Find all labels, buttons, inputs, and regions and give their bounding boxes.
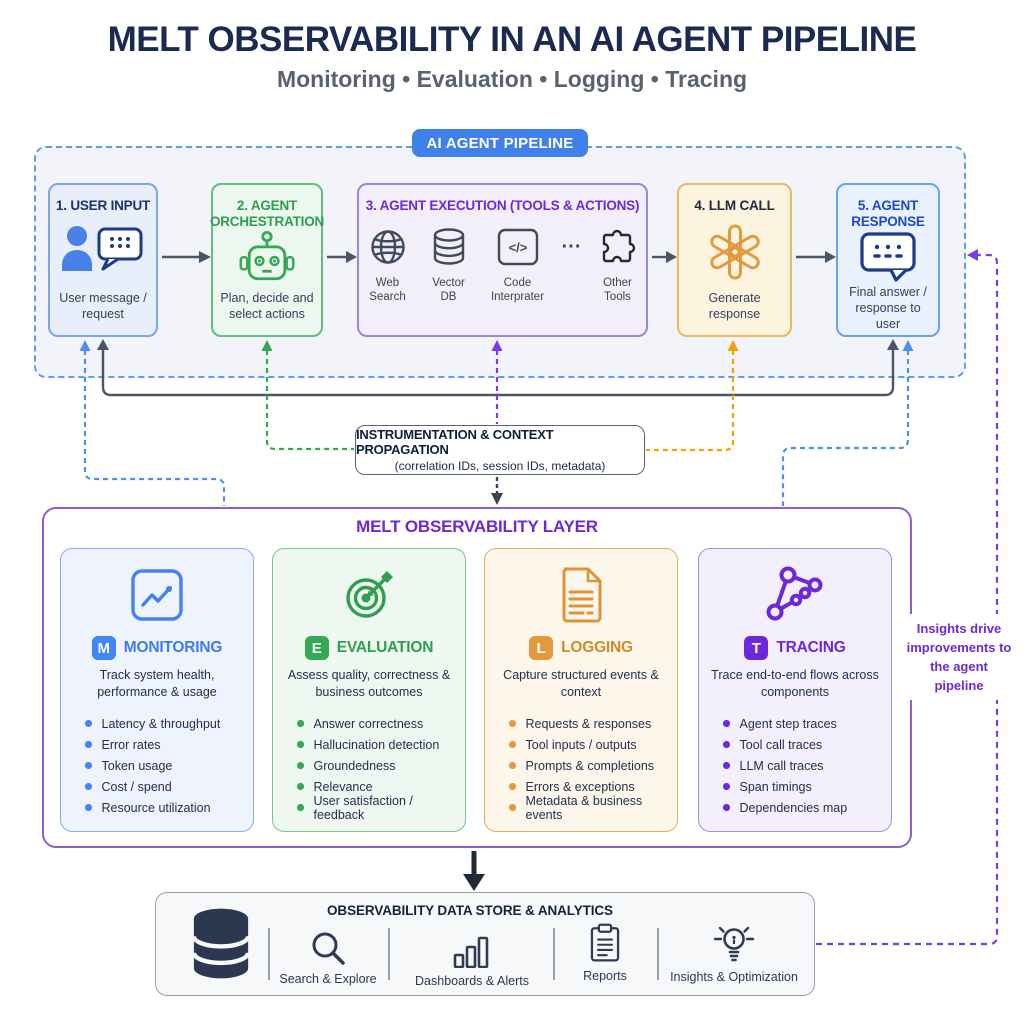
card-description: Trace end-to-end flows across components xyxy=(711,668,879,699)
evaluation-list: Answer correctness Hallucination detecti… xyxy=(297,713,465,822)
clipboard-icon xyxy=(587,923,623,963)
divider xyxy=(268,928,270,980)
list-item: Tool call traces xyxy=(723,734,847,755)
card-monitoring: M MONITORING Track system health, perfor… xyxy=(60,548,254,832)
tracing-list: Agent step traces Tool call traces LLM c… xyxy=(723,713,847,818)
stage-user-input: 1. USER INPUT User message / request xyxy=(48,183,158,337)
list-item: Dependencies map xyxy=(723,797,847,818)
puzzle-icon xyxy=(597,226,637,268)
tool-web-search: Web Search xyxy=(363,226,413,304)
instrumentation-title: INSTRUMENTATION & CONTEXT PROPAGATION xyxy=(356,427,554,457)
logging-letter-badge: L xyxy=(529,636,554,660)
openai-flower-icon xyxy=(704,214,766,290)
tool-vector-db: Vector DB xyxy=(424,226,474,304)
stage-llm-call: 4. LLM CALL Generate response xyxy=(677,183,792,337)
stage-title: 5. AGENT RESPONSE xyxy=(851,198,925,229)
stage-title: 1. USER INPUT xyxy=(55,198,151,213)
list-item: Hallucination detection xyxy=(297,734,465,755)
search-icon xyxy=(310,928,346,966)
card-name: LOGGING xyxy=(561,639,633,656)
list-item: Agent step traces xyxy=(723,713,847,734)
feature-insights-optimization: Insights & Optimization xyxy=(659,926,809,984)
svg-text:</>: </> xyxy=(508,240,527,255)
target-dart-icon xyxy=(341,563,397,627)
bar-chart-icon xyxy=(452,930,492,968)
pipeline-badge: AI AGENT PIPELINE xyxy=(412,129,588,157)
instrumentation-subtitle: (correlation IDs, session IDs, metadata) xyxy=(394,459,606,473)
card-name: TRACING xyxy=(776,639,846,656)
divider xyxy=(388,928,390,980)
stage-agent-response: 5. AGENT RESPONSE Final answer / respons… xyxy=(836,183,940,337)
stage-title: 2. AGENT ORCHESTRATION xyxy=(209,198,325,229)
datastore-bar xyxy=(155,892,815,996)
ellipsis-icon: ··· xyxy=(561,236,582,258)
globe-icon xyxy=(368,226,408,268)
card-description: Assess quality, correctness & business o… xyxy=(287,668,451,699)
list-item: Requests & responses xyxy=(509,713,677,734)
list-item: Metadata & business events xyxy=(509,794,677,822)
stage-agent-execution: 3. AGENT EXECUTION (TOOLS & ACTIONS) Web… xyxy=(357,183,648,337)
list-item: LLM call traces xyxy=(723,755,847,776)
list-item: Span timings xyxy=(723,776,847,797)
stage-title: 3. AGENT EXECUTION (TOOLS & ACTIONS) xyxy=(365,198,640,213)
feedback-note: Insights drive improvements to the agent… xyxy=(906,614,1012,700)
list-item: Answer correctness xyxy=(297,713,465,734)
evaluation-letter-badge: E xyxy=(304,636,329,660)
chat-bubble-icon xyxy=(859,230,917,284)
feature-reports: Reports xyxy=(560,923,650,983)
card-evaluation: E EVALUATION Assess quality, correctness… xyxy=(272,548,466,832)
list-item: Prompts & completions xyxy=(509,755,677,776)
card-name: EVALUATION xyxy=(336,639,434,656)
code-icon: </> xyxy=(496,226,540,268)
logging-list: Requests & responses Tool inputs / outpu… xyxy=(509,713,677,822)
tools-row: Web Search Vector DB </> xyxy=(363,226,643,304)
list-item: Groundedness xyxy=(297,755,465,776)
stage-title: 4. LLM CALL xyxy=(694,198,775,213)
list-item: Relevance xyxy=(297,776,465,797)
monitoring-list: Latency & throughput Error rates Token u… xyxy=(85,713,220,818)
stage-caption: Generate response xyxy=(708,291,761,321)
stage-caption: Final answer / response to user xyxy=(849,285,927,331)
melt-layer-title: MELT OBSERVABILITY LAYER xyxy=(356,517,598,536)
tracing-letter-badge: T xyxy=(744,636,769,660)
page-title: MELT OBSERVABILITY IN AN AI AGENT PIPELI… xyxy=(107,20,917,59)
monitoring-letter-badge: M xyxy=(91,636,116,660)
list-item: Error rates xyxy=(85,734,220,755)
page-subtitle: Monitoring • Evaluation • Logging • Trac… xyxy=(276,66,748,92)
card-description: Capture structured events & context xyxy=(503,668,659,699)
card-name: MONITORING xyxy=(123,639,223,656)
database-stack-icon xyxy=(190,906,252,982)
line-chart-icon xyxy=(129,563,185,627)
list-item: Cost / spend xyxy=(85,776,220,797)
divider xyxy=(657,928,659,980)
trace-graph-icon xyxy=(763,563,827,627)
stage-caption: Plan, decide and select actions xyxy=(220,291,314,321)
list-item: Errors & exceptions xyxy=(509,776,677,797)
list-item: Tool inputs / outputs xyxy=(509,734,677,755)
stage-caption: User message / request xyxy=(59,291,147,321)
feature-dashboards-alerts: Dashboards & Alerts xyxy=(407,930,537,988)
instrumentation-box: INSTRUMENTATION & CONTEXT PROPAGATION (c… xyxy=(355,425,645,475)
datastore-title: OBSERVABILITY DATA STORE & ANALYTICS xyxy=(327,903,613,918)
card-description: Track system health, performance & usage xyxy=(97,668,217,699)
lightbulb-icon xyxy=(711,926,757,964)
card-logging: L LOGGING Capture structured events & co… xyxy=(484,548,678,832)
document-icon xyxy=(557,563,605,627)
tool-other-tools: Other Tools xyxy=(592,226,642,304)
robot-icon xyxy=(238,230,296,290)
list-item: Latency & throughput xyxy=(85,713,220,734)
user-chat-icon xyxy=(61,214,145,290)
list-item: User satisfaction / feedback xyxy=(297,794,465,822)
database-icon xyxy=(431,226,467,268)
list-item: Token usage xyxy=(85,755,220,776)
card-tracing: T TRACING Trace end-to-end flows across … xyxy=(698,548,892,832)
tool-code-interpreter: </> Code Interprater xyxy=(485,226,551,304)
divider xyxy=(553,928,555,980)
stage-agent-orchestration: 2. AGENT ORCHESTRATION Plan, decide and … xyxy=(210,183,324,337)
list-item: Resource utilization xyxy=(85,797,220,818)
feature-search-explore: Search & Explore xyxy=(273,928,383,986)
